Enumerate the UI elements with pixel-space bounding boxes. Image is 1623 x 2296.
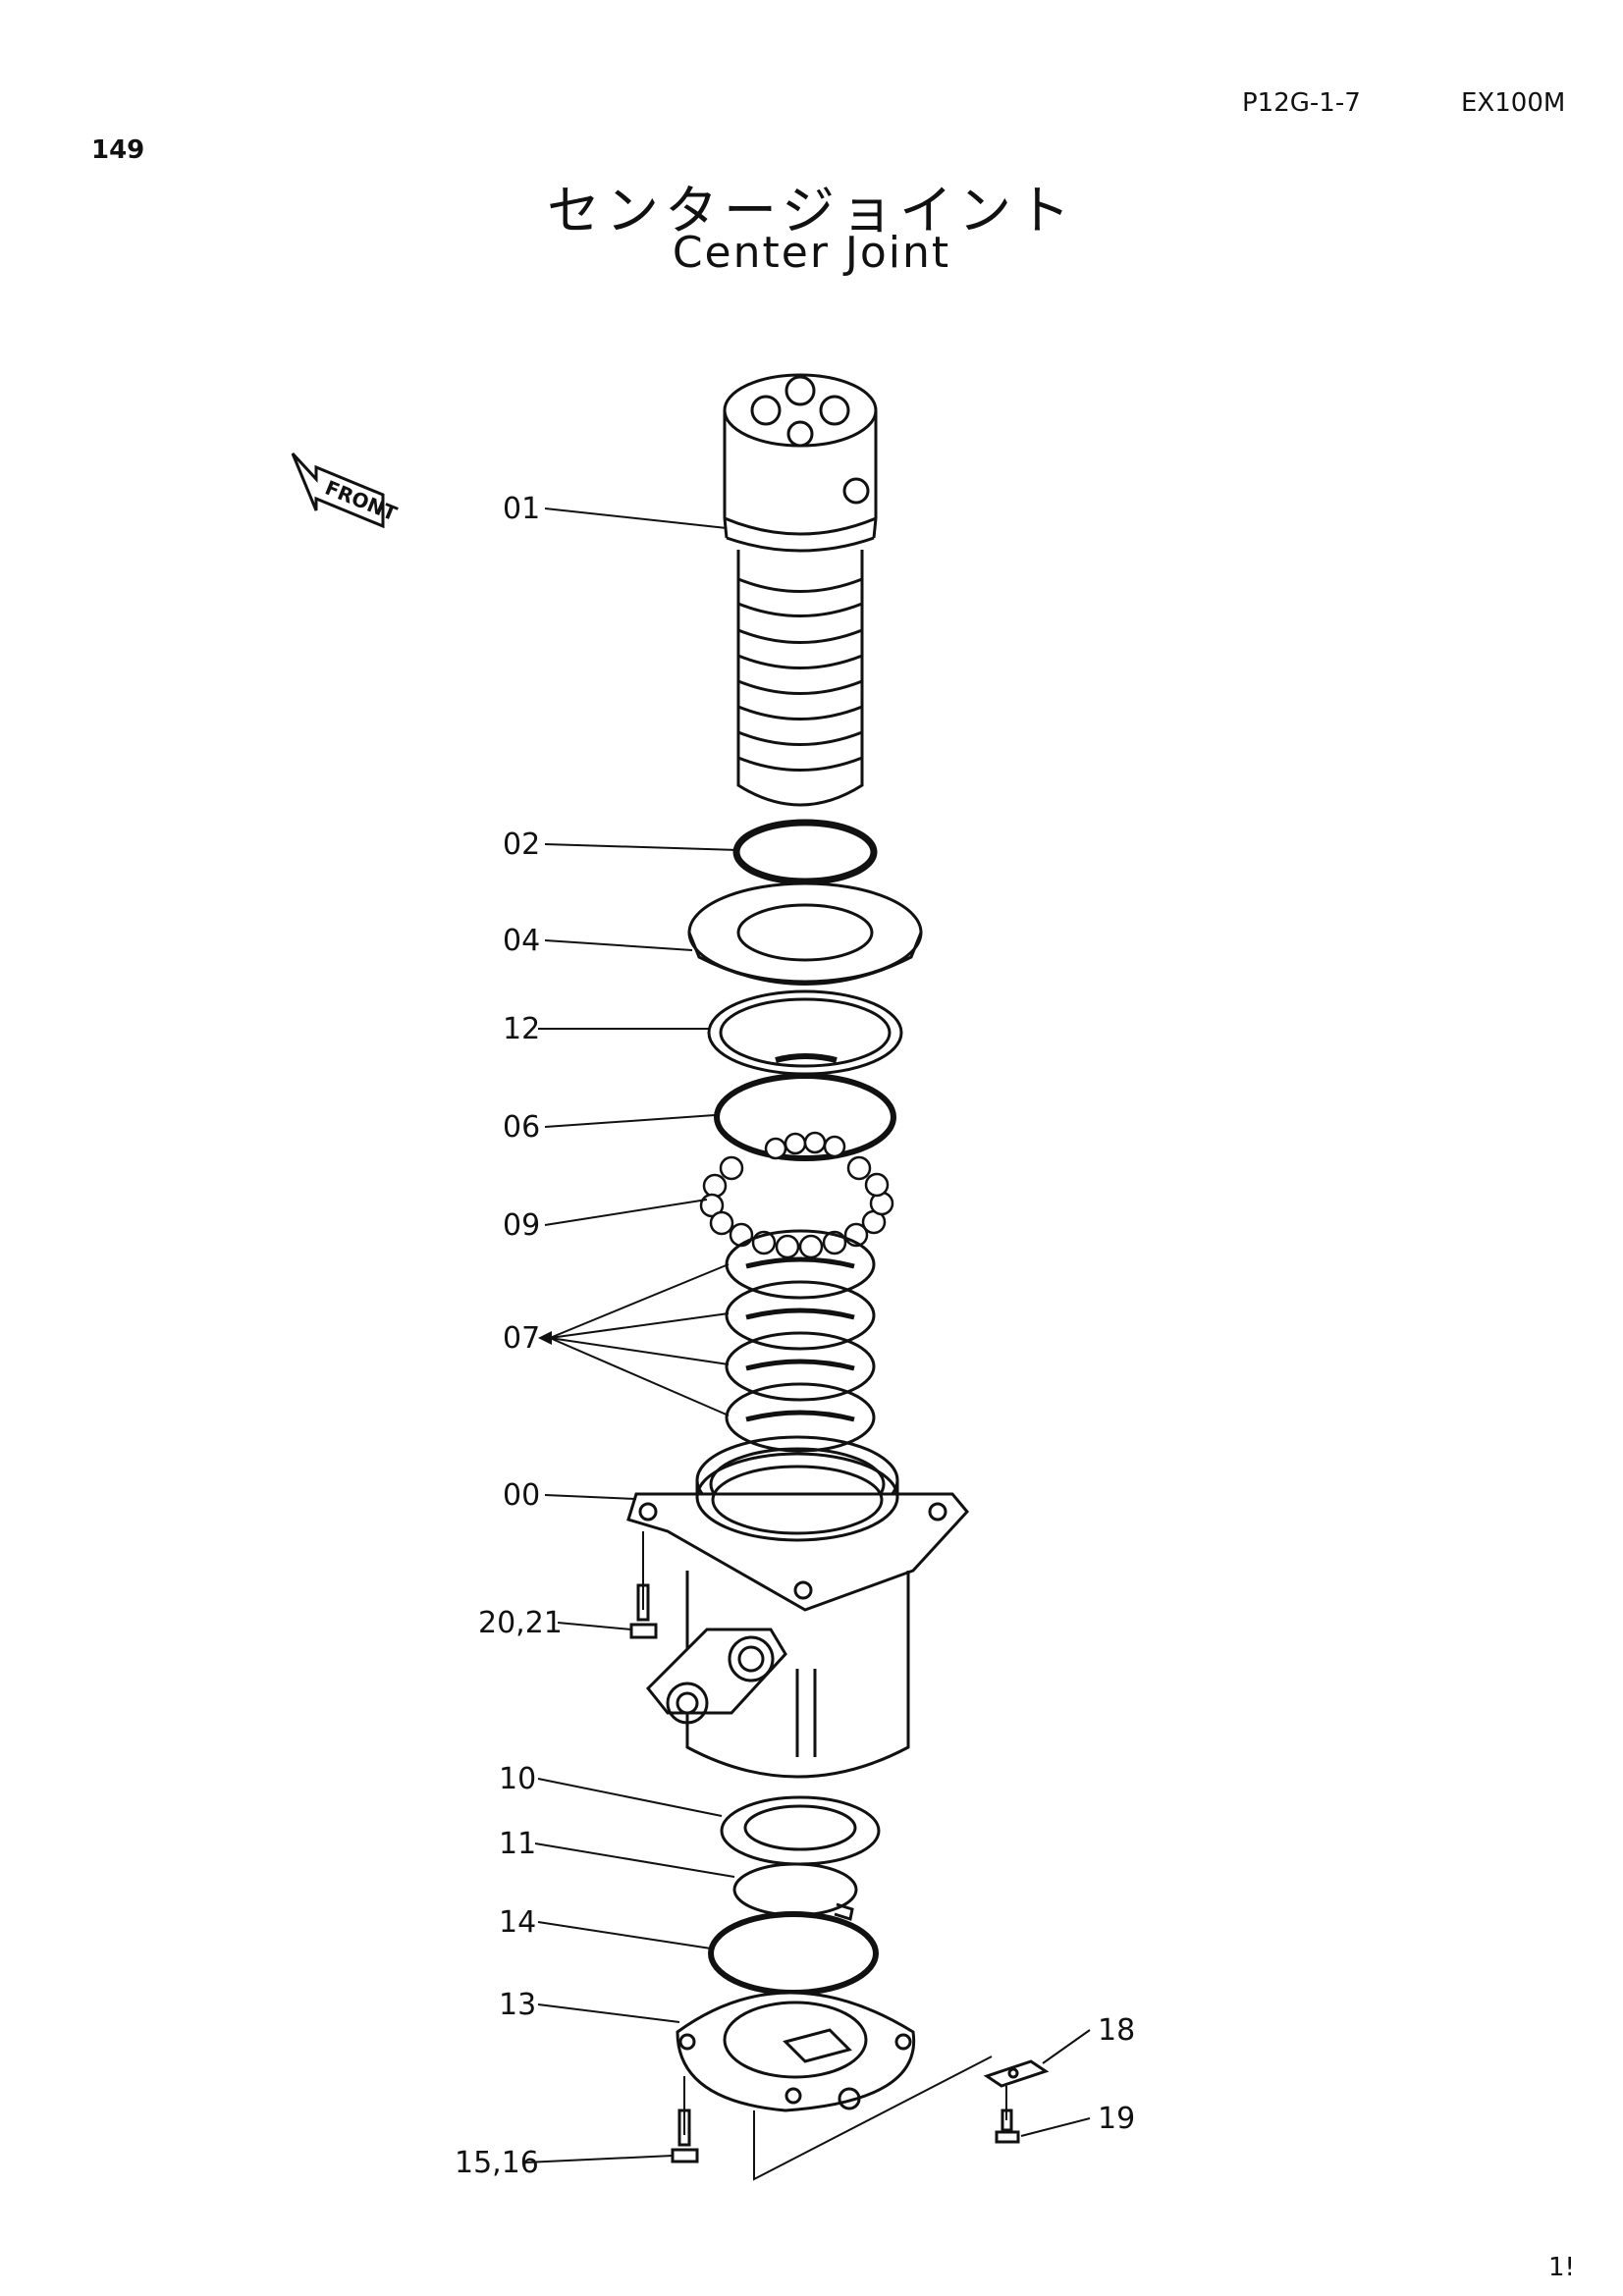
part-15-16-bolt <box>671 2076 699 2163</box>
callout-06: 06 <box>503 1110 540 1145</box>
callout-15-16: 15,16 <box>455 2146 539 2180</box>
page-number: 149 <box>91 135 145 165</box>
part-20-21-bolt <box>629 1531 658 1639</box>
callout-20-21: 20,21 <box>478 1606 563 1640</box>
callout-09: 09 <box>503 1208 540 1243</box>
title-japanese: センタージョイント <box>547 180 1076 241</box>
callout-13: 13 <box>499 1988 536 2022</box>
callout-10: 10 <box>499 1762 536 1796</box>
callout-01: 01 <box>503 492 540 526</box>
callout-07: 07 <box>503 1321 540 1356</box>
callout-11: 11 <box>499 1827 536 1861</box>
part-04-seal <box>687 881 923 986</box>
part-02-o-ring <box>732 819 878 885</box>
callout-12: 12 <box>503 1012 540 1046</box>
part-19-screw <box>995 2086 1020 2144</box>
assembly-link-line <box>753 2056 993 2181</box>
part-10-washer <box>720 1795 881 1866</box>
part-00-body <box>626 1435 969 1779</box>
leader-lines <box>524 507 1091 2163</box>
part-01-spindle <box>723 373 878 807</box>
callout-19: 19 <box>1098 2102 1135 2136</box>
callout-00: 00 <box>503 1478 540 1513</box>
callout-04: 04 <box>503 924 540 958</box>
part-09-balls <box>699 1131 894 1259</box>
part-13-cover <box>676 1991 916 2112</box>
part-14-o-ring <box>708 1911 879 1996</box>
arrowhead-07 <box>538 1331 552 1345</box>
part-06-o-ring <box>714 1073 896 1161</box>
part-07-rings <box>725 1229 876 1453</box>
corner-page-fragment: 1! <box>1548 2253 1575 2282</box>
title-english: Center Joint <box>672 228 951 278</box>
part-12-ring <box>707 989 903 1076</box>
callout-18: 18 <box>1098 2013 1135 2048</box>
part-11-snap-ring <box>732 1862 858 1921</box>
part-18-plate <box>983 2059 1050 2088</box>
model-code: EX100M <box>1461 88 1566 118</box>
front-arrow: FRONT <box>291 452 401 529</box>
sheet-code: P12G-1-7 <box>1242 88 1361 118</box>
callout-02: 02 <box>503 828 540 862</box>
callout-14: 14 <box>499 1905 536 1940</box>
